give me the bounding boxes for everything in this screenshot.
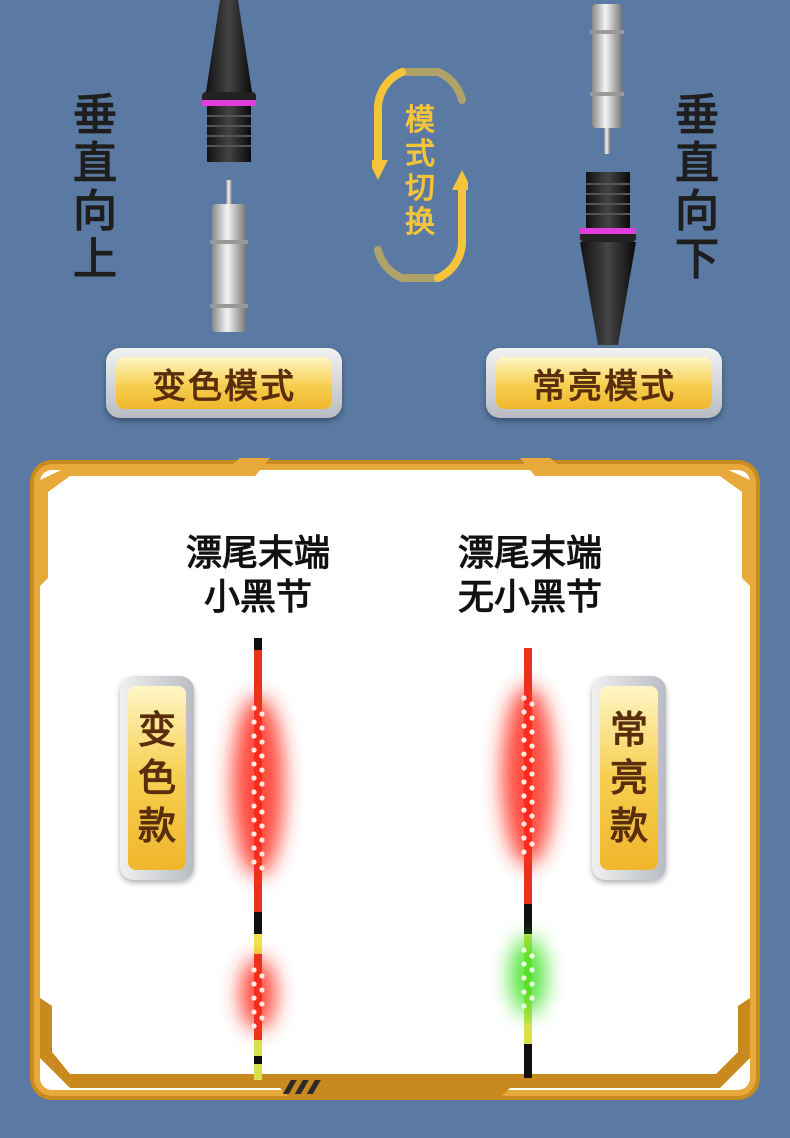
- steady-light-model-badge: 常 亮 款: [592, 676, 666, 880]
- rod-tip-down-illustration: [580, 4, 636, 345]
- color-change-mode-button[interactable]: 变色模式: [106, 348, 342, 418]
- right-heading: 漂尾末端 无小黑节: [457, 533, 602, 618]
- mode-switch-label: 模 式 切 换: [405, 103, 435, 240]
- steady-light-mode-button[interactable]: 常亮模式: [486, 348, 722, 418]
- mode-switch-icon: 模 式 切 换: [372, 60, 468, 290]
- color-change-model-badge: 变 色 款: [120, 676, 194, 880]
- label-vertical-up: 垂 直 向 上: [73, 90, 117, 285]
- rod-tip-up-illustration: [202, 0, 256, 332]
- panel-frame-decoration: [40, 458, 750, 1098]
- float-tip-color-change: [232, 638, 284, 1080]
- label-vertical-down: 垂 直 向 下: [675, 90, 719, 285]
- left-heading: 漂尾末端 小黑节: [185, 533, 330, 618]
- float-tip-steady-light: [502, 648, 554, 1078]
